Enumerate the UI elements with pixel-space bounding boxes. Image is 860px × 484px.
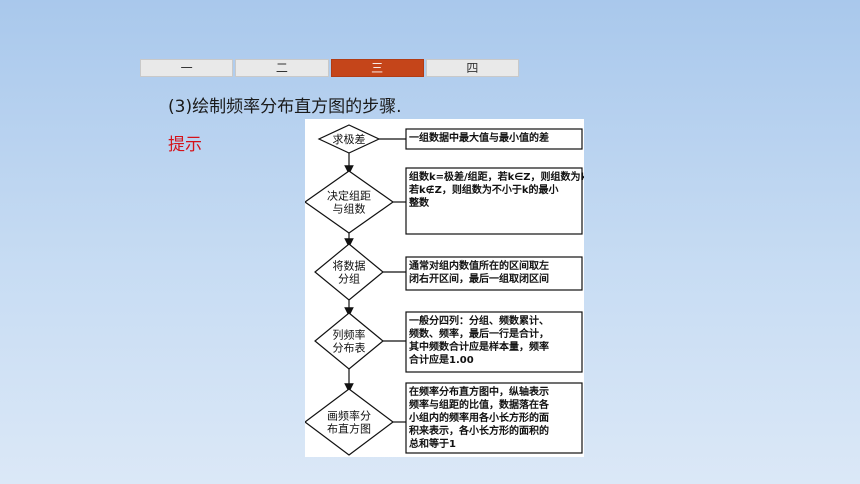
- step-desc: 频数、频率，最后一行是合计，: [409, 327, 549, 340]
- step-name: 列频率: [333, 328, 366, 342]
- step-name: 分布表: [333, 341, 366, 355]
- step-desc-box: [405, 311, 583, 373]
- step-desc-box: [405, 382, 583, 454]
- tab-1[interactable]: 一: [140, 59, 234, 77]
- step-desc: 若k∉Z，则组数为不小于k的最小: [408, 183, 559, 196]
- step-desc: 组数k=极差/组距，若k∈Z，则组数为k;: [409, 170, 584, 183]
- tab-3[interactable]: 三: [330, 59, 424, 77]
- step-desc: 一般分四列：分组、频数累计、: [409, 314, 549, 327]
- step-desc: 一组数据中最大值与最小值的差: [409, 131, 549, 144]
- tab-2[interactable]: 二: [235, 59, 329, 77]
- step-desc: 其中频数合计应是样本量，频率: [409, 340, 549, 353]
- step-title: (3)绘制频率分布直方图的步骤.: [168, 97, 402, 117]
- step-name: 布直方图: [327, 422, 371, 436]
- step-desc: 在频率分布直方图中，纵轴表示: [409, 385, 549, 398]
- step-desc: 总和等于1: [409, 437, 456, 450]
- step-name: 决定组距: [327, 189, 371, 203]
- step-name: 求极差: [333, 132, 366, 146]
- step-desc-box: [405, 256, 583, 291]
- step-desc: 频率与组距的比值，数据落在各: [409, 398, 550, 411]
- step-desc: 闭右开区间，最后一组取闭区间: [409, 272, 549, 285]
- step-name: 画频率分: [327, 409, 371, 423]
- hint-label[interactable]: 提示: [168, 135, 202, 155]
- step-desc: 通常对组内数值所在的区间取左: [409, 259, 549, 272]
- flowchart-panel: 求极差 一组数据中最大值与最小值的差决定组距与组数 组数k=极差/组距，若k∈Z，则…: [305, 119, 584, 457]
- section-tabs: 一 二 三 四: [140, 59, 519, 77]
- step-desc-box: [405, 167, 583, 235]
- step-desc: 整数: [408, 196, 430, 209]
- step-desc-box: [405, 128, 583, 150]
- step-name: 分组: [338, 272, 360, 286]
- step-desc: 合计应是1.00: [408, 353, 474, 366]
- step-diamond: [305, 388, 394, 456]
- step-name: 将数据: [333, 259, 366, 273]
- tab-4[interactable]: 四: [425, 59, 519, 77]
- step-name: 与组数: [333, 202, 366, 216]
- step-desc: 小组内的频率用各小长方形的面: [408, 411, 549, 424]
- step-desc: 积来表示，各小长方形的面积的: [409, 424, 549, 437]
